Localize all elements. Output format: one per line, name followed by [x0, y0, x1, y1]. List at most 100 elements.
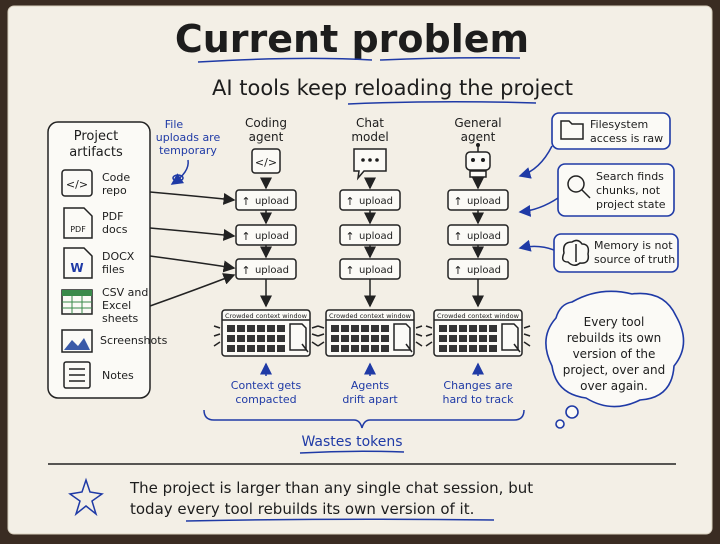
right-note-line2: source of truth [594, 253, 675, 266]
column-note-line1: Agents [351, 379, 390, 392]
overload-burst [213, 333, 221, 337]
artifact-notes: Notes [63, 361, 134, 389]
right-arrow-filesystem [518, 145, 553, 179]
spreadsheet-header [62, 290, 92, 296]
artifact-code-repo: </> Code repo [61, 169, 130, 197]
overload-burst [523, 325, 531, 329]
upload-label: upload [467, 231, 501, 242]
overload-burst [317, 325, 325, 329]
context-block [257, 335, 265, 342]
artifact-label-line1: Code [102, 171, 130, 184]
context-block [227, 335, 235, 342]
code-icon [251, 148, 281, 174]
code-icon-glyph: </> [66, 178, 88, 191]
tool-column: Generalagent↑upload↑upload↑uploadCrowded… [425, 116, 531, 406]
robot-antenna-tip [476, 143, 480, 147]
file-note-line2: uploads are [156, 131, 221, 144]
context-block [469, 335, 477, 342]
column-note-line2: compacted [235, 393, 296, 406]
footer-line1: The project is larger than any single ch… [129, 479, 533, 497]
magnifier-icon [567, 175, 585, 193]
artifacts-heading-line2: artifacts [69, 145, 123, 160]
context-window-label: Crowded context window [437, 312, 520, 320]
code-icon [61, 169, 93, 197]
chat-dot [368, 158, 372, 162]
overload-burst [523, 333, 531, 337]
context-block [479, 345, 487, 352]
tool-column: Codingagent</>↑upload↑upload↑uploadCrowd… [213, 116, 319, 406]
artifact-label-line2: docs [102, 223, 128, 236]
doc-icon [393, 323, 411, 351]
artifact-csv-excel: CSV and Excel sheets [61, 286, 148, 325]
overload-burst [311, 333, 319, 337]
context-block [267, 325, 275, 332]
overload-burst [213, 341, 221, 347]
overload-burst [425, 333, 433, 337]
context-block [247, 335, 255, 342]
subtitle: AI tools keep reloading the project [212, 76, 573, 100]
thought-cloud: Every tool rebuilds its own version of t… [545, 290, 685, 429]
artifact-label-line1: CSV and [102, 286, 148, 299]
right-note-line1: Search finds [596, 170, 664, 183]
title-underline-right [379, 57, 521, 61]
context-block [277, 325, 285, 332]
context-block [351, 345, 359, 352]
image-icon-mountains [64, 338, 90, 350]
thought-line1: Every tool [584, 315, 645, 329]
context-block [227, 345, 235, 352]
overload-burst [415, 325, 423, 329]
footer-highlight-underline [185, 518, 495, 522]
upload-label: upload [255, 265, 289, 276]
context-block [371, 335, 379, 342]
context-block [227, 325, 235, 332]
artifact-label-line3: sheets [102, 312, 139, 325]
subtitle-part1: AI tools keep [212, 76, 354, 100]
context-window-label: Crowded context window [329, 312, 412, 320]
context-block [439, 325, 447, 332]
tool-name-line1: Coding [245, 116, 287, 130]
file-note-arrow [170, 159, 189, 185]
context-block [489, 345, 497, 352]
context-block [371, 325, 379, 332]
upload-arrow-icon: ↑ [453, 264, 462, 277]
right-arrow-memory [518, 239, 555, 252]
context-window [433, 309, 523, 357]
column-note-line1: Changes are [443, 379, 512, 392]
thought-line2: rebuilds its own [567, 331, 662, 345]
context-block [361, 345, 369, 352]
footer-line2: today every tool rebuilds its own versio… [130, 500, 474, 518]
context-block [449, 325, 457, 332]
context-block [331, 325, 339, 332]
upload-arrow-icon: ↑ [241, 230, 250, 243]
context-block [257, 325, 265, 332]
artifact-screenshots: Screenshots [61, 329, 168, 353]
chat-bubble-icon [353, 148, 387, 181]
chat-dot [361, 158, 365, 162]
context-block [341, 335, 349, 342]
upload-label: upload [359, 196, 393, 207]
context-block [361, 335, 369, 342]
artifact-label-line2: repo [102, 184, 127, 197]
tool-name-line2: agent [461, 130, 496, 144]
wastes-tokens-underline [299, 450, 405, 454]
context-window [221, 309, 311, 357]
spreadsheet-grid [62, 290, 92, 314]
artifact-label-line1: Notes [102, 369, 134, 382]
cursor-icon [405, 343, 413, 353]
overload-burst [415, 333, 423, 337]
artifact-label-line1: DOCX [102, 250, 135, 263]
artifact-arrow-2 [149, 227, 236, 241]
thought-line4: project, over and [563, 363, 665, 377]
context-block [449, 335, 457, 342]
upload-label: upload [255, 231, 289, 242]
overload-burst [317, 341, 325, 347]
tool-name-line2: agent [249, 130, 284, 144]
context-block [341, 325, 349, 332]
page-title: Current problem [175, 17, 529, 61]
right-note-line3: project state [596, 198, 666, 211]
cursor-icon [513, 343, 521, 353]
context-block [351, 335, 359, 342]
right-note-search: Search finds chunks, not project state [557, 163, 675, 217]
